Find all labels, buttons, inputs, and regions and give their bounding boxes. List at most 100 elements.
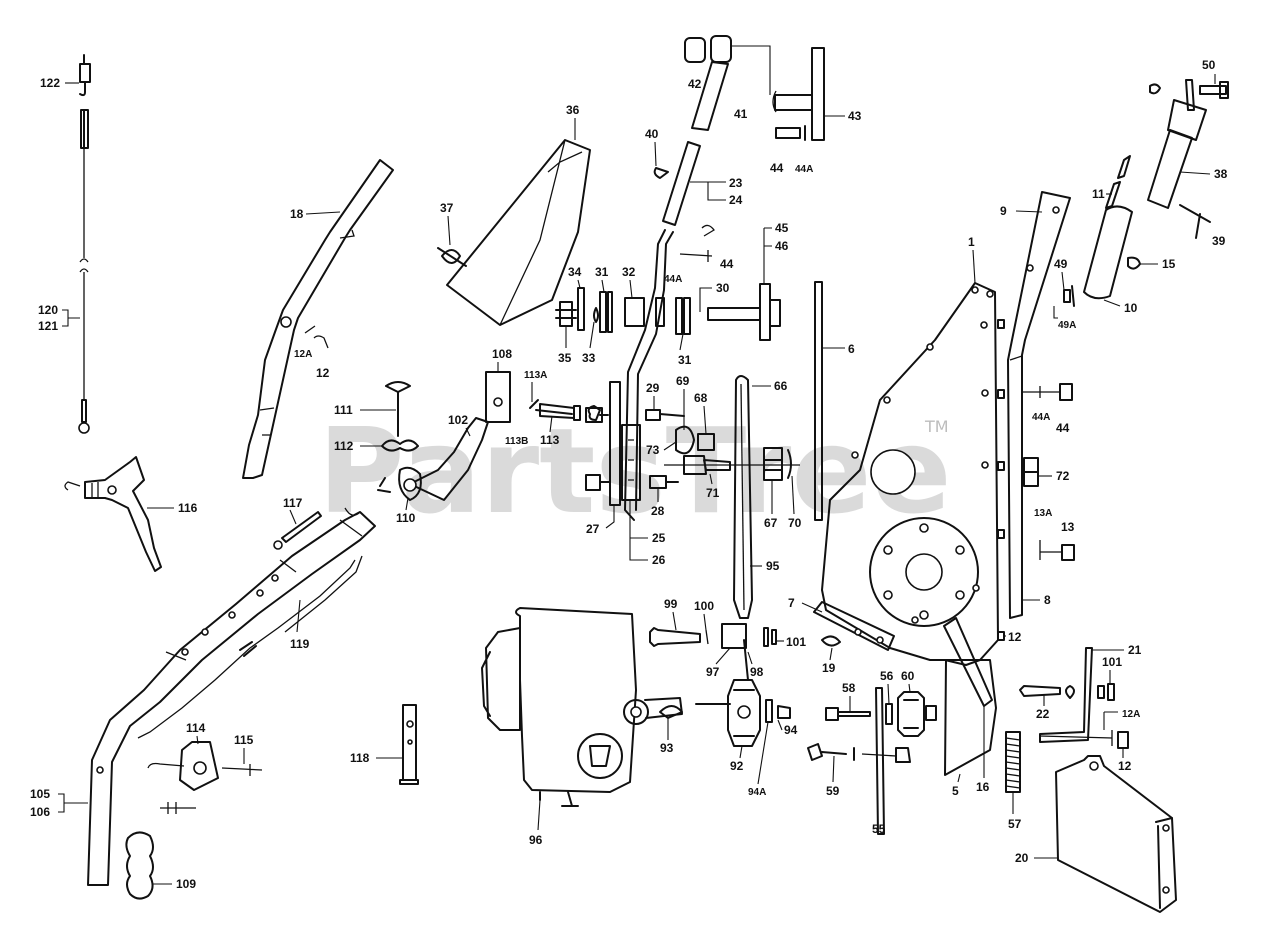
callout-100: 100 [694,599,714,613]
callout-110: 110 [396,511,416,525]
callout-34: 34 [568,265,582,279]
callout-97: 97 [706,665,720,679]
callout-40: 40 [645,127,659,141]
callout-8: 8 [1044,593,1051,607]
part-washer-49-50[interactable] [1063,81,1229,307]
callout-23: 23 [729,176,743,190]
part-clip-19[interactable] [821,635,841,647]
callout-55: 55 [872,822,886,836]
part-strut-16[interactable] [943,617,993,707]
callout-60: 60 [901,669,915,683]
part-control-cable-119[interactable] [137,555,363,739]
callout-113B: 113B [505,436,528,447]
callout-106: 106 [30,805,50,819]
callout-11: 11 [1092,187,1105,201]
part-engine[interactable] [481,607,683,807]
part-spark-plug-wrench[interactable] [399,704,419,785]
part-pins-111-112[interactable] [381,381,419,452]
callout-102: 102 [448,413,468,427]
callout-45: 45 [775,221,789,235]
callout-7: 7 [788,596,795,610]
callout-115: 115 [234,733,254,747]
callout-118: 118 [350,751,370,765]
callout-101-b: 101 [1102,655,1122,669]
part-upper-handle[interactable] [377,371,511,501]
part-bolt-22[interactable] [1019,683,1115,701]
callout-94: 94 [784,723,798,737]
callout-29: 29 [646,381,660,395]
part-engine-pulley[interactable] [659,679,791,747]
callout-49: 49 [1054,257,1068,271]
callout-44A-c: 44A [1032,412,1050,423]
callout-96: 96 [529,833,543,847]
part-handle-grip[interactable] [125,831,154,900]
callout-36: 36 [566,103,580,117]
part-cable-clamp[interactable] [147,741,263,814]
callout-114: 114 [186,721,206,735]
part-spring-57[interactable] [1005,731,1021,793]
part-rod-21[interactable] [1039,647,1129,749]
part-panel-5[interactable] [944,659,997,776]
part-lower-handle[interactable] [87,507,376,886]
callout-93: 93 [660,741,674,755]
callout-95: 95 [766,559,780,573]
part-pin-117[interactable] [273,511,322,550]
callout-44A-a: 44A [795,164,813,175]
part-belt-guard[interactable] [437,139,591,326]
callout-19: 19 [822,661,836,675]
callout-58: 58 [842,681,856,695]
callout-43: 43 [848,109,862,123]
callout-117: 117 [283,496,303,510]
callout-6: 6 [848,342,855,356]
callout-13: 13 [1061,520,1075,534]
callout-112: 112 [334,439,354,453]
callout-50: 50 [1202,58,1216,72]
callout-13A: 13A [1034,508,1052,519]
callout-46: 46 [775,239,789,253]
callout-31-a: 31 [595,265,609,279]
part-shield-plate[interactable] [1055,755,1177,913]
part-handle-bracket[interactable] [242,159,394,479]
callout-59: 59 [826,784,840,798]
part-idler-shaft[interactable] [707,283,781,341]
callout-33: 33 [582,351,596,365]
part-pulley-stack[interactable] [555,287,691,335]
part-main-frame[interactable] [821,282,1005,666]
callout-44-c: 44 [1056,421,1070,435]
part-control-lever[interactable] [64,456,162,572]
callout-12A-b: 12A [1122,709,1140,720]
callout-94A: 94A [748,787,766,798]
callout-27: 27 [586,522,600,536]
callout-25: 25 [652,531,666,545]
callout-99: 99 [664,597,678,611]
part-spacer-bolt[interactable] [649,623,777,649]
callout-12-b: 12 [1008,630,1022,644]
watermark-trademark: TM [924,417,949,436]
part-throttle-cable[interactable] [78,54,91,434]
part-pin-11[interactable] [1105,155,1131,209]
part-bar-6[interactable] [814,281,823,521]
part-drive-belt[interactable] [733,375,753,681]
callout-56: 56 [880,669,894,683]
callout-18: 18 [290,207,304,221]
part-upper-tube-38[interactable] [1147,79,1211,239]
part-block-72[interactable] [1023,457,1039,487]
callout-98: 98 [750,665,764,679]
part-lower-tube-10[interactable] [1083,205,1141,300]
callout-108: 108 [492,347,512,361]
part-bolt-113[interactable] [529,399,601,421]
part-upper-shaft[interactable] [684,35,825,141]
part-shift-rod[interactable] [609,141,701,521]
callout-38: 38 [1214,167,1228,181]
callout-12-a: 12 [316,366,330,380]
part-bracket-7[interactable] [813,601,895,651]
callout-37: 37 [440,201,454,215]
callout-122: 122 [40,76,60,90]
callout-120: 120 [38,303,58,317]
part-lower-pulley[interactable] [807,687,937,835]
callout-42: 42 [688,77,702,91]
callout-12-c: 12 [1118,759,1132,773]
part-right-plate[interactable] [1007,191,1071,619]
callout-28: 28 [651,504,665,518]
